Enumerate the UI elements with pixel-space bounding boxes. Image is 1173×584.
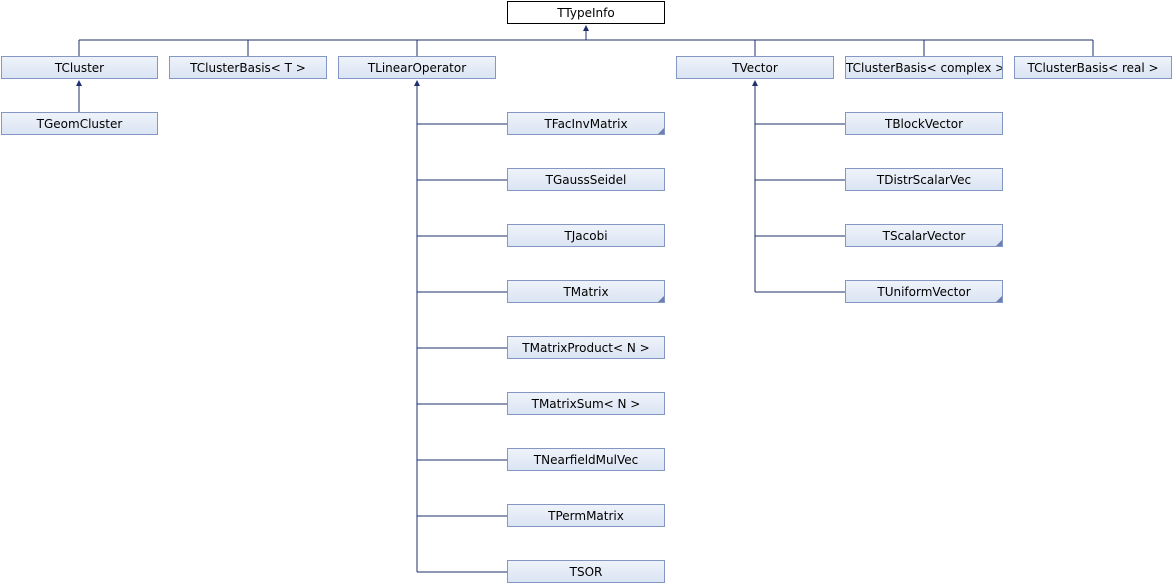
node-label: TJacobi xyxy=(564,229,608,243)
node-label: TNearfieldMulVec xyxy=(533,453,639,467)
node-tclusterbasis-complex[interactable]: TClusterBasis< complex > xyxy=(845,56,1003,79)
node-label: TLinearOperator xyxy=(367,61,467,75)
node-label: TDistrScalarVec xyxy=(876,173,972,187)
inheritance-arrow-icon xyxy=(414,80,420,86)
node-label: TFacInvMatrix xyxy=(544,117,628,131)
node-tjacobi[interactable]: TJacobi xyxy=(507,224,665,247)
node-tfacinvmatrix[interactable]: TFacInvMatrix xyxy=(507,112,665,135)
node-tclusterbasis-t[interactable]: TClusterBasis< T > xyxy=(169,56,327,79)
node-tmatrix[interactable]: TMatrix xyxy=(507,280,665,303)
node-label: TMatrixSum< N > xyxy=(531,397,641,411)
node-label: TGeomCluster xyxy=(36,117,123,131)
more-indicator-icon xyxy=(996,296,1002,302)
node-tnearfieldmulvec[interactable]: TNearfieldMulVec xyxy=(507,448,665,471)
node-label: TClusterBasis< real > xyxy=(1027,61,1159,75)
node-label: TCluster xyxy=(54,61,105,75)
node-ttypeinfo[interactable]: TTypeInfo xyxy=(507,1,665,24)
node-tcluster[interactable]: TCluster xyxy=(1,56,158,79)
node-label: TTypeInfo xyxy=(557,6,615,20)
node-tmatrixproduct[interactable]: TMatrixProduct< N > xyxy=(507,336,665,359)
node-label: TMatrixProduct< N > xyxy=(522,341,650,355)
node-tdistrscalarvec[interactable]: TDistrScalarVec xyxy=(845,168,1003,191)
node-tlinearoperator[interactable]: TLinearOperator xyxy=(338,56,496,79)
more-indicator-icon xyxy=(996,240,1002,246)
node-tmatrixsum[interactable]: TMatrixSum< N > xyxy=(507,392,665,415)
node-label: TMatrix xyxy=(563,285,609,299)
node-label: TPermMatrix xyxy=(548,509,624,523)
node-tgeomcluster[interactable]: TGeomCluster xyxy=(1,112,158,135)
inheritance-arrow-icon xyxy=(76,80,82,86)
node-label: TGaussSeidel xyxy=(545,173,627,187)
node-label: TVector xyxy=(732,61,778,75)
node-label: TBlockVector xyxy=(884,117,964,131)
node-tuniformvector[interactable]: TUniformVector xyxy=(845,280,1003,303)
node-tclusterbasis-real[interactable]: TClusterBasis< real > xyxy=(1014,56,1172,79)
node-label: TClusterBasis< T > xyxy=(190,61,306,75)
node-tblockvector[interactable]: TBlockVector xyxy=(845,112,1003,135)
inheritance-arrow-icon xyxy=(583,25,589,31)
node-label: TScalarVector xyxy=(882,229,966,243)
node-tscalarvector[interactable]: TScalarVector xyxy=(845,224,1003,247)
node-label: TSOR xyxy=(569,565,603,579)
more-indicator-icon xyxy=(658,128,664,134)
node-tgaussseidel[interactable]: TGaussSeidel xyxy=(507,168,665,191)
more-indicator-icon xyxy=(658,296,664,302)
inheritance-arrow-icon xyxy=(752,80,758,86)
node-label: TClusterBasis< complex > xyxy=(846,61,1003,75)
node-tvector[interactable]: TVector xyxy=(676,56,834,79)
node-tpermmatrix[interactable]: TPermMatrix xyxy=(507,504,665,527)
node-tsor[interactable]: TSOR xyxy=(507,560,665,583)
node-label: TUniformVector xyxy=(877,285,971,299)
